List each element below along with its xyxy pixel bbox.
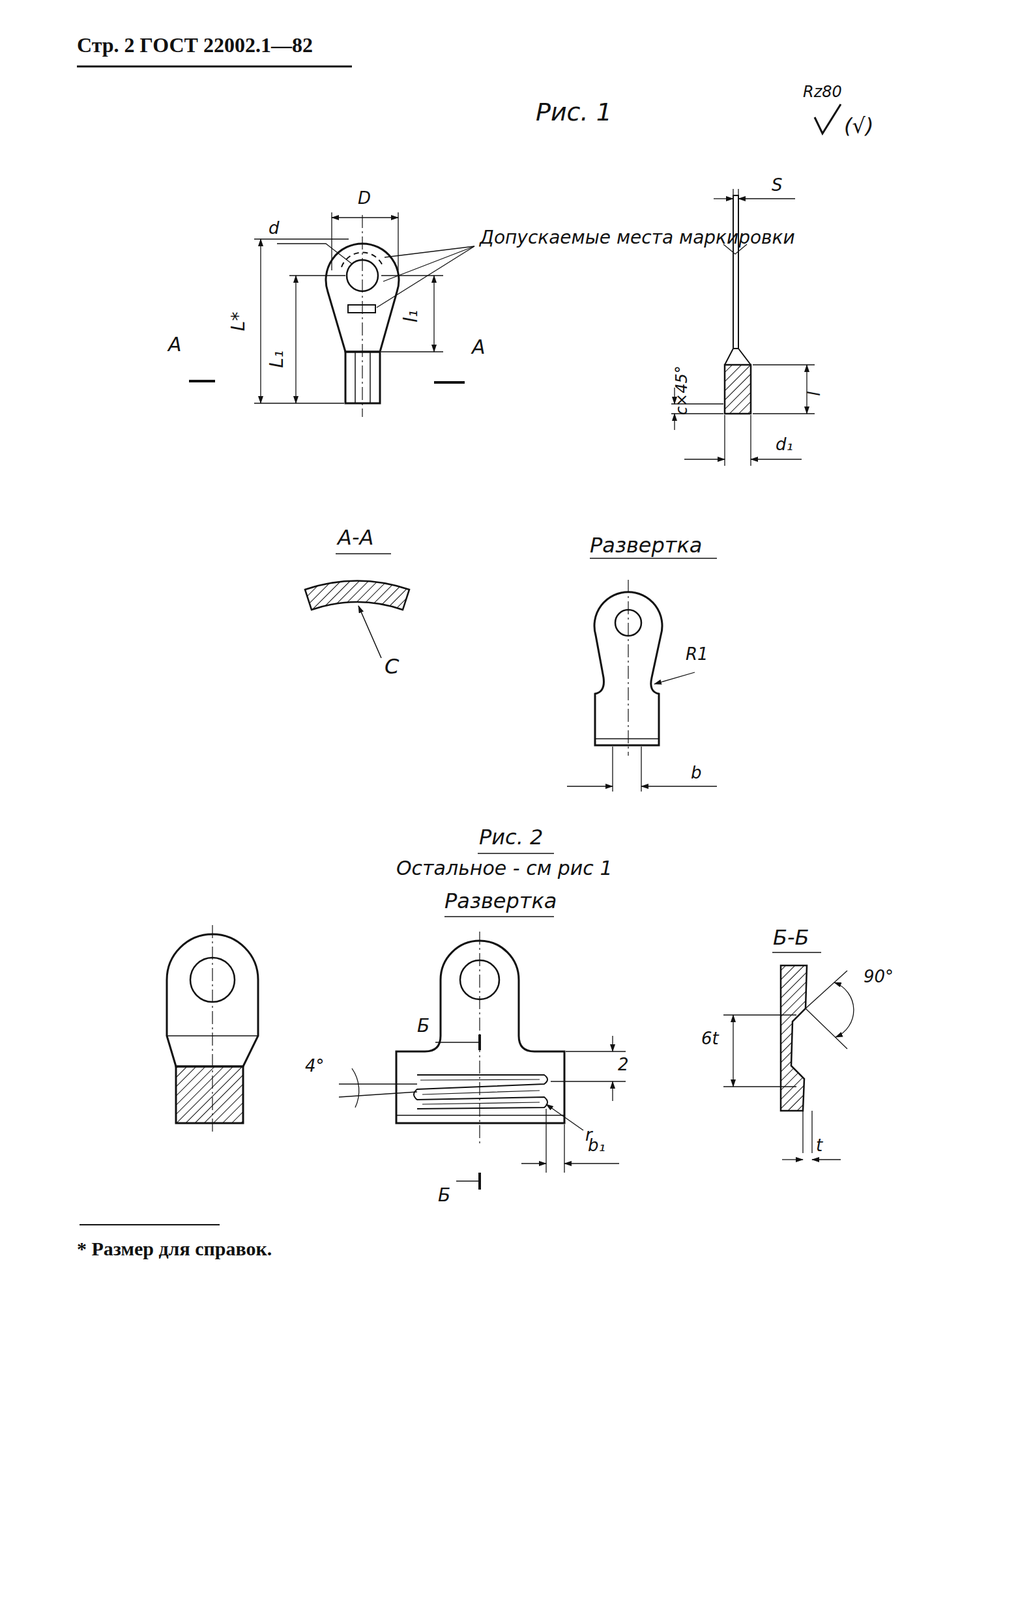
section-title: A-A [337, 526, 374, 550]
figure-title: Рис. 2 [479, 826, 543, 850]
page-header: Стр. 2 ГОСТ 22002.1—82 [76, 33, 313, 57]
view-title: Развертка [444, 890, 557, 914]
dimension-label: l₁ [401, 310, 422, 323]
dimension-label: b [690, 763, 702, 783]
dimension-label: b₁ [587, 1136, 606, 1156]
angle-label: 4° [305, 1057, 325, 1077]
roughness-symbol: (√) [843, 114, 874, 138]
figure-title: Рис. 1 [535, 99, 612, 127]
dimension-label: L₁ [267, 350, 288, 369]
section-letter: Б [417, 1016, 430, 1037]
view-title: Развертка [589, 534, 702, 558]
dimension-label: d₁ [775, 435, 794, 455]
note-text: Допускаемые места маркировки [479, 228, 796, 249]
dimension-label: S [771, 175, 783, 195]
dimension-label: d [268, 218, 280, 238]
angle-label: 90° [863, 967, 894, 987]
section-letter: A [471, 336, 486, 358]
footnote: * Размер для справок. [76, 1238, 272, 1260]
roughness-value: Rz80 [802, 83, 843, 101]
dimension-label: 2 [617, 1055, 629, 1075]
dimension-label: c×45° [673, 365, 691, 416]
section-title: Б-Б [772, 926, 809, 950]
dimension-label: D [357, 189, 371, 208]
view-letter: C [384, 655, 399, 679]
dimension-label: L* [228, 312, 249, 332]
note-text: Остальное - см рис 1 [396, 857, 612, 880]
dimension-label: 6t [701, 1029, 719, 1049]
dimension-label: t [815, 1136, 823, 1156]
radius-label: R1 [685, 645, 709, 665]
section-letter: A [168, 333, 182, 356]
section-letter: Б [437, 1186, 451, 1207]
dimension-label: l [804, 391, 824, 397]
